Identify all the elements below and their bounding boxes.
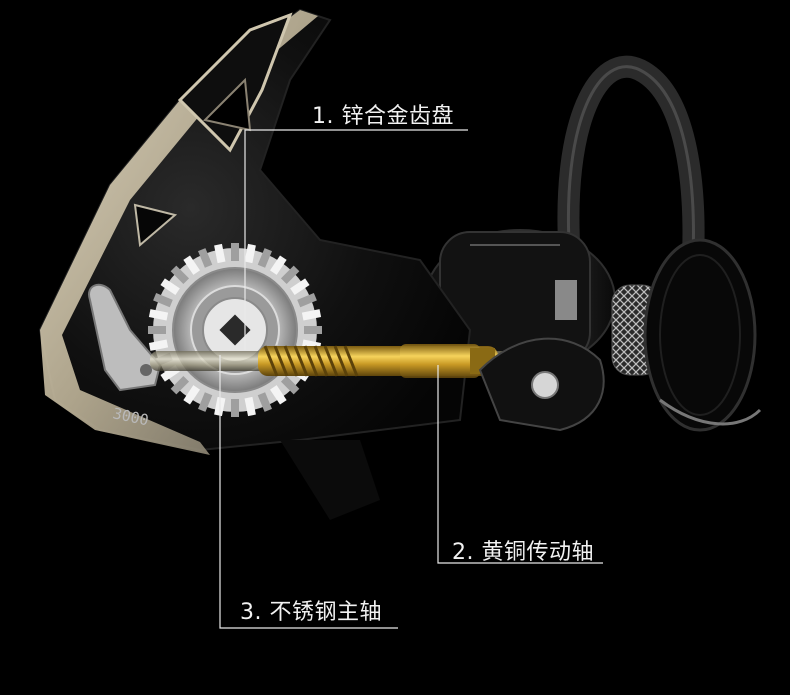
gear-tooth [198, 248, 213, 268]
gear-tooth [280, 265, 300, 285]
pinion-thread [303, 345, 319, 377]
gear-tooth [257, 248, 272, 268]
gear-tooth [280, 375, 300, 395]
gear-tooth [148, 339, 169, 351]
gear-tooth [257, 392, 272, 412]
callout-brass-drive-shaft: 2. 黄铜传动轴 [452, 540, 594, 565]
gear-tooth [231, 399, 239, 417]
bail-arm [557, 55, 705, 302]
gear-tooth [301, 309, 322, 321]
gear-tooth [270, 255, 287, 275]
spool-marking [555, 280, 577, 320]
reel-body: 3000 [38, 8, 472, 455]
callout-line-1 [244, 129, 468, 350]
callout-lines [219, 129, 603, 629]
gear-tooth [153, 293, 173, 308]
pinion-thread [273, 345, 289, 377]
gear-tooth [214, 243, 226, 264]
gear-tooth [244, 243, 256, 264]
pinion-thread [343, 345, 359, 377]
gear-tooth [297, 293, 317, 308]
gear-tooth [304, 326, 322, 334]
gear-tooth [231, 243, 239, 261]
rotor-arm [478, 337, 605, 432]
pinion-thread [323, 345, 339, 377]
callout-zinc-alloy-gear: 1. 锌合金齿盘 [312, 104, 454, 129]
brass-drive-shaft [258, 344, 498, 378]
pinion-thread [283, 345, 299, 377]
gear-tooth [270, 385, 287, 405]
pinion-thread [293, 345, 309, 377]
lower-frame [280, 440, 380, 520]
gear-tooth [170, 375, 190, 395]
gear-tooth [160, 278, 180, 295]
pinion-thread [313, 345, 329, 377]
gear-tooth [148, 326, 166, 334]
gear-tooth [183, 385, 200, 405]
callout-line-3 [219, 355, 398, 629]
callout-line-2 [437, 365, 603, 564]
zinc-alloy-gear [148, 243, 322, 417]
gear-tooth [290, 278, 310, 295]
gear-tooth [183, 255, 200, 275]
handle-arm [88, 283, 162, 392]
gear-tooth [148, 309, 169, 321]
gear-tooth [170, 265, 190, 285]
gear-tooth [244, 396, 256, 417]
pinion-thread [333, 345, 349, 377]
callout-stainless-main-shaft: 3. 不锈钢主轴 [240, 600, 382, 625]
pinion-thread [263, 345, 279, 377]
gear-tooth [198, 392, 213, 412]
